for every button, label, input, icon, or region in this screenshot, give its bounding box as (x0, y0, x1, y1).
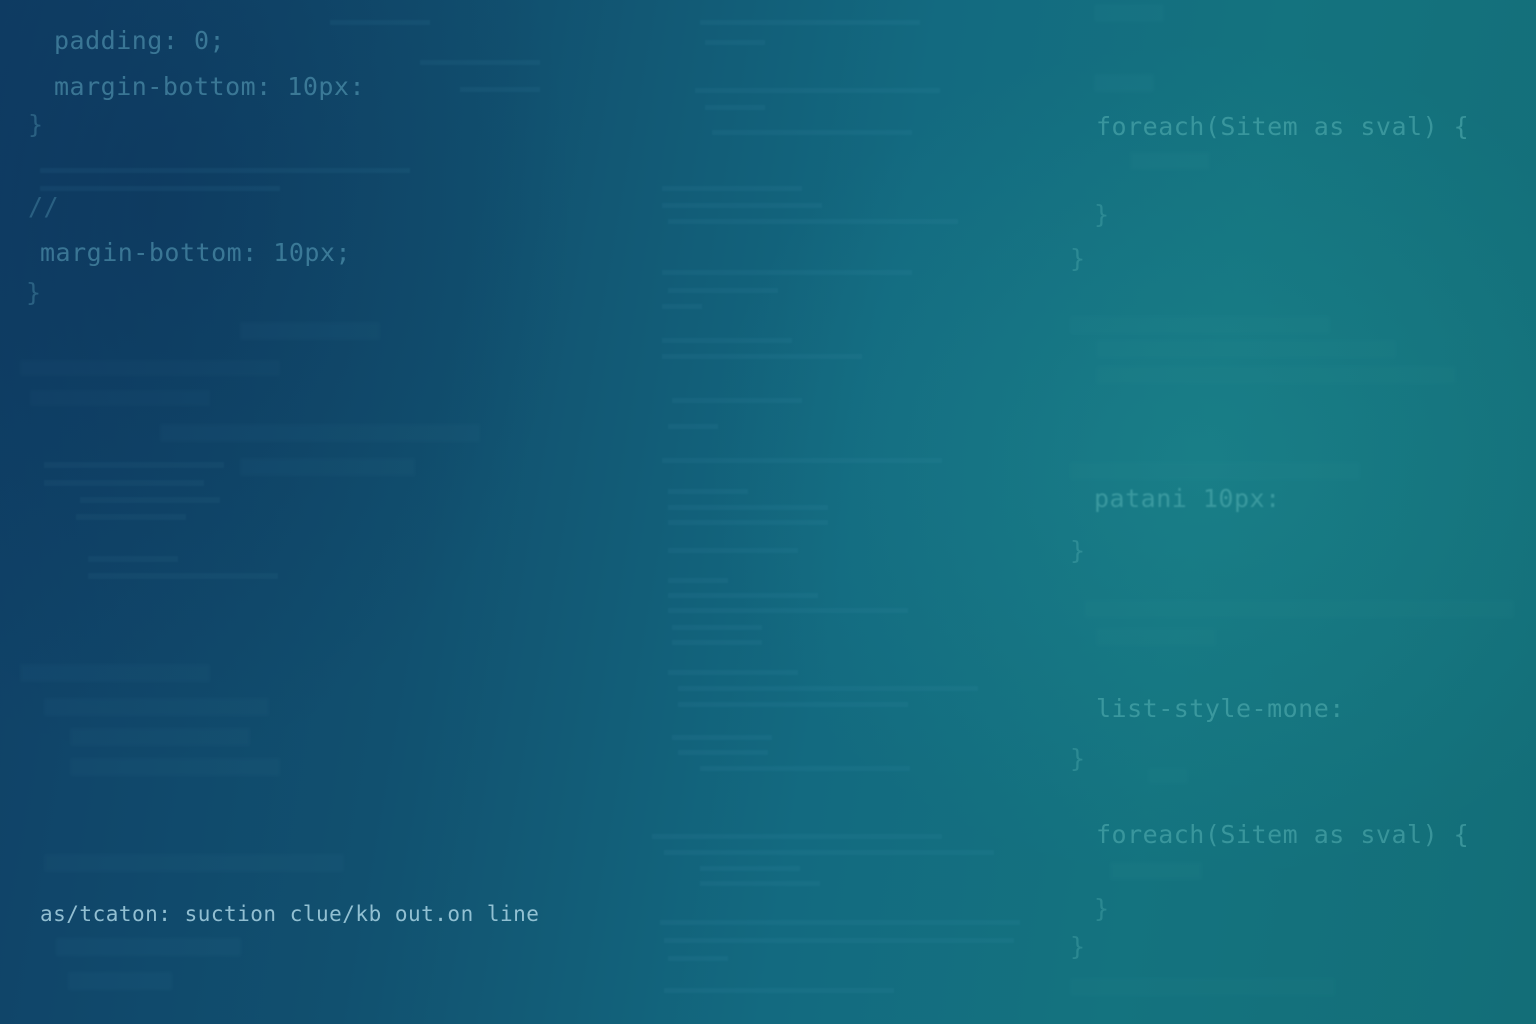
blurred-code-line (44, 462, 224, 468)
blurred-code-line (330, 20, 430, 25)
code-line: margin-bottom: 10px; (40, 238, 352, 267)
blurred-code-line (668, 424, 718, 429)
blurred-code-line (652, 834, 942, 839)
blurred-code-line (660, 920, 1020, 925)
blurred-code-line (160, 424, 480, 442)
blurred-code-line (700, 20, 920, 25)
blurred-code-line (76, 514, 186, 520)
blurred-code-line (80, 497, 220, 503)
blurred-code-line (662, 270, 912, 275)
code-line: foreach(Sitem as sval) { (1096, 112, 1470, 141)
code-line: as/tcaton: suction clue/kb out.on line (40, 902, 540, 926)
code-line: } (1070, 536, 1086, 565)
blurred-code-line (460, 87, 540, 92)
blurred-code-line (1070, 978, 1335, 996)
blurred-code-line (664, 988, 894, 993)
blurred-code-line (668, 489, 748, 494)
code-line: // (28, 192, 60, 221)
blurred-code-line (420, 60, 540, 65)
blurred-code-line (672, 625, 762, 630)
blurred-code-line (668, 520, 828, 525)
blurred-code-line (668, 505, 828, 510)
code-line: } (26, 278, 42, 307)
blurred-code-line (668, 288, 778, 293)
blurred-code-line (44, 854, 344, 872)
code-line: } (1070, 244, 1086, 273)
blurred-code-line (668, 593, 818, 598)
blurred-code-line (88, 573, 278, 579)
code-line: } (1070, 744, 1086, 773)
blurred-code-line (1110, 862, 1202, 880)
code-line: } (28, 110, 44, 139)
blurred-code-line (1096, 628, 1216, 646)
blurred-code-line (70, 728, 250, 746)
blurred-code-line (1070, 462, 1360, 480)
blurred-code-line (56, 938, 241, 956)
blurred-code-line (20, 664, 210, 682)
blurred-code-line (1084, 600, 1514, 618)
code-line: foreach(Sitem as sval) { (1096, 820, 1470, 849)
blurred-code-line (44, 480, 204, 486)
blurred-code-line (1070, 316, 1330, 334)
code-line: } (1070, 932, 1086, 961)
blurred-code-line (40, 186, 280, 191)
blurred-code-line (70, 758, 280, 776)
blurred-code-line (40, 168, 410, 173)
blurred-code-line (1148, 768, 1188, 784)
blurred-code-line (1094, 4, 1164, 22)
blurred-code-line (668, 548, 798, 553)
blurred-code-line (20, 360, 280, 376)
blurred-code-line (662, 186, 802, 191)
blurred-code-line (30, 390, 210, 406)
blurred-code-line (678, 702, 908, 707)
blurred-code-line (668, 578, 728, 583)
blurred-code-line (88, 556, 178, 562)
code-line: patani 10px: (1094, 484, 1281, 513)
blurred-code-line (678, 750, 768, 755)
blurred-code-line (672, 398, 802, 403)
blurred-code-line (712, 130, 912, 135)
blurred-code-line (668, 670, 798, 675)
blurred-code-line (662, 338, 792, 343)
blurred-code-line (240, 458, 415, 476)
blurred-code-line (662, 304, 702, 309)
blurred-code-line (664, 850, 994, 855)
blurred-code-line (44, 698, 269, 716)
blurred-code-line (1096, 340, 1396, 358)
blurred-code-line (668, 219, 958, 224)
blurred-code-line (700, 866, 800, 871)
blurred-code-line (695, 88, 940, 93)
code-line: padding: 0; (54, 26, 226, 55)
blurred-code-line (705, 105, 765, 110)
blurred-code-line (705, 40, 765, 45)
blurred-code-line (672, 735, 772, 740)
code-line: margin-bottom: 10px: (54, 72, 366, 101)
blurred-code-line (662, 458, 942, 463)
blurred-code-line (68, 972, 172, 990)
blurred-code-line (664, 938, 1014, 943)
blurred-code-line (678, 686, 978, 691)
code-line: list-style-mone: (1096, 694, 1345, 723)
code-line: } (1094, 894, 1110, 923)
blurred-code-line (1094, 74, 1154, 92)
blurred-code-line (668, 956, 728, 961)
code-line: } (1094, 200, 1110, 229)
blurred-code-line (668, 608, 908, 613)
blurred-code-line (662, 354, 862, 359)
blurred-code-line (700, 881, 820, 886)
blurred-code-line (240, 322, 380, 340)
blurred-code-line (662, 203, 822, 208)
blurred-code-line (700, 766, 910, 771)
blurred-code-line (1096, 366, 1456, 384)
blurred-code-line (1130, 152, 1210, 170)
blurred-code-line (672, 640, 762, 645)
